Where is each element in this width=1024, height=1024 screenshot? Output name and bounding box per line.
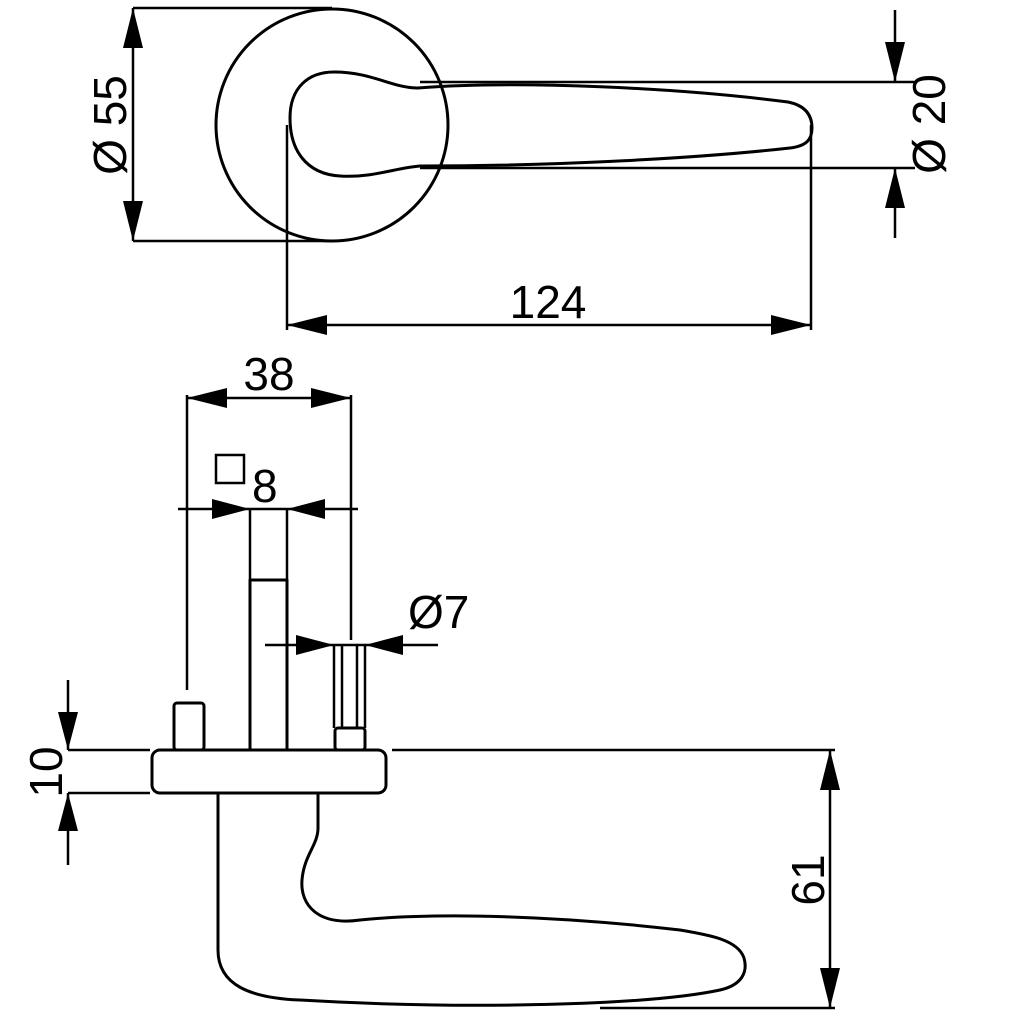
label-rose-diameter: Ø 55: [84, 75, 136, 175]
arrow-10-top: [58, 712, 78, 750]
label-total-projection: 61: [782, 854, 834, 905]
arrow-7-left: [296, 635, 334, 655]
label-lever-diameter: Ø 20: [903, 74, 955, 174]
arrow-7-right: [365, 635, 403, 655]
arrow-length-left: [287, 315, 327, 335]
label-lever-length: 124: [510, 276, 587, 328]
side-view: 38 8 Ø7 10: [20, 348, 840, 1010]
rose-plate: [150, 748, 388, 795]
arrow-8-right: [287, 499, 325, 519]
label-screw-diameter: Ø7: [408, 586, 469, 638]
arrow-38-left: [187, 388, 227, 408]
arrow-61-top: [820, 750, 840, 790]
locating-pin: [172, 701, 206, 752]
lever-side-outline: [216, 791, 747, 1007]
lever-top-outline: [288, 70, 814, 178]
arrow-61-bottom: [820, 968, 840, 1008]
arrow-10-bottom: [58, 793, 78, 831]
arrow-length-right: [771, 315, 811, 335]
arrow-38-right: [311, 388, 351, 408]
arrow-8-left: [212, 499, 250, 519]
square-symbol-icon: [214, 453, 246, 485]
arrow-rose-top: [123, 8, 143, 48]
top-view: Ø 55 Ø 20 124: [84, 6, 955, 335]
arrow-rose-bottom: [123, 201, 143, 241]
label-spindle-spacing: 38: [243, 348, 294, 400]
arrow-lever-top: [885, 42, 905, 82]
square-spindle: [248, 578, 289, 752]
screw-boss: [333, 726, 367, 752]
label-rose-height: 10: [20, 746, 72, 797]
rose-outline: [214, 7, 450, 243]
label-square-spindle: 8: [252, 460, 278, 512]
arrow-lever-bottom: [885, 168, 905, 208]
